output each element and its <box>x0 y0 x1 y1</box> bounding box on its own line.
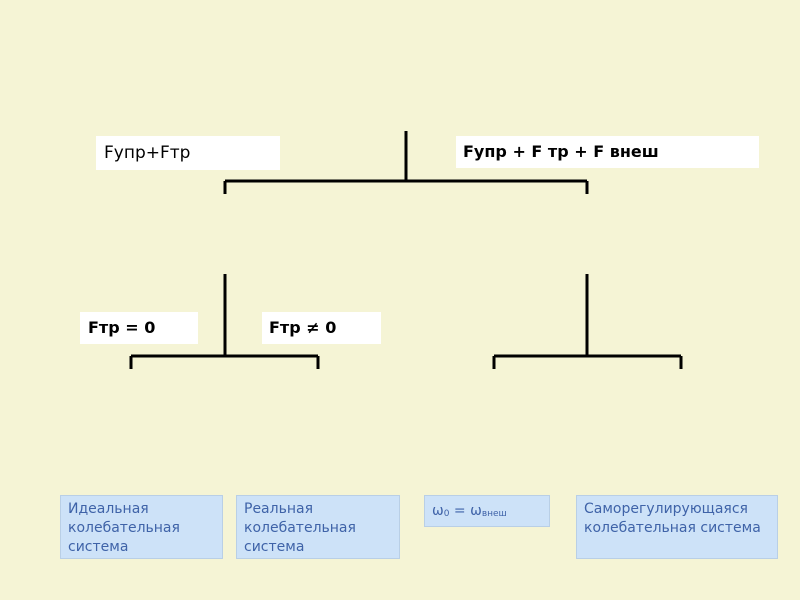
omega-symbol: ω <box>432 503 444 519</box>
formula-free-damped: Fупр+Fтр <box>96 136 280 170</box>
condition-friction: Fтр ≠ 0 <box>262 312 381 344</box>
outcome-resonance: ω0 = ωвнеш <box>424 495 550 527</box>
outcome-self-regulating-system: Саморегулирующаяся колебательная система <box>576 495 778 559</box>
formula-forced: Fупр + F тр + F внеш <box>456 136 759 168</box>
equals-omega: = ω <box>449 503 482 519</box>
omega-subscript-external: внеш <box>481 509 507 519</box>
outcome-ideal-system: Идеальная колебательная система <box>60 495 223 559</box>
condition-no-friction: Fтр = 0 <box>80 312 198 344</box>
omega-subscript-zero: 0 <box>443 509 450 519</box>
outcome-real-system: Реальная колебательная система <box>236 495 400 559</box>
